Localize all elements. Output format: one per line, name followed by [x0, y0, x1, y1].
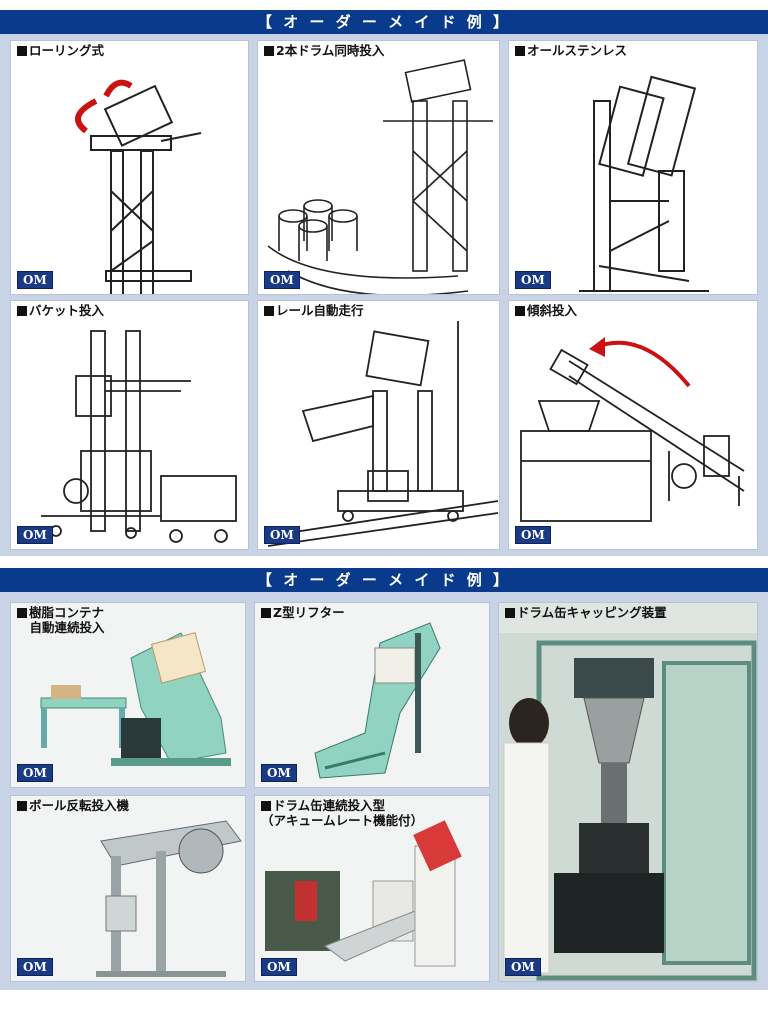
card-drum-capping: ドラム缶キャッピング装置 OM [498, 602, 758, 982]
card-z-lifter: Z型リフター OM [254, 602, 490, 788]
om-badge: OM [17, 764, 53, 782]
om-badge: OM [264, 526, 300, 544]
resin-container-photo [40, 632, 231, 766]
card-title: ドラム缶連続投入型 （アキュームレート機能付） [261, 798, 424, 828]
card-incline: 傾斜投入 OM [508, 300, 758, 550]
bullet-icon [261, 608, 271, 618]
bullet-icon [17, 608, 27, 618]
om-badge: OM [261, 958, 297, 976]
bullet-icon [17, 46, 27, 56]
ball-flip-photo [96, 820, 242, 977]
om-badge: OM [17, 271, 53, 289]
drum-capping-photo [499, 633, 757, 981]
bullet-icon [264, 46, 274, 56]
card-title: オールステンレス [515, 43, 627, 58]
rail-travel-illustration [267, 321, 499, 547]
z-lifter-photo [314, 622, 441, 779]
card-title: 傾斜投入 [515, 303, 577, 318]
om-badge: OM [17, 958, 53, 976]
om-badge: OM [515, 271, 551, 289]
bullet-icon [515, 306, 525, 316]
bullet-icon [17, 306, 27, 316]
card-rolling-type: ローリング式 OM [10, 40, 249, 295]
bullet-icon [505, 608, 515, 618]
section-header-2: 【 オ ー ダ ー メ イ ド 例 】 [0, 568, 768, 592]
card-title: バケット投入 [17, 303, 104, 318]
section-header-1: 【 オ ー ダ ー メ イ ド 例 】 [0, 10, 768, 34]
card-title: Z型リフター [261, 605, 345, 620]
bullet-icon [17, 801, 27, 811]
rolling-lifter-illustration [75, 79, 202, 294]
om-badge: OM [261, 764, 297, 782]
card-title: 樹脂コンテナ 自動連続投入 [17, 605, 105, 635]
card-two-drum: 2本ドラム同時投入 OM [257, 40, 500, 295]
om-badge: OM [17, 526, 53, 544]
om-badge: OM [505, 958, 541, 976]
card-title: ボール反転投入機 [17, 798, 129, 813]
incline-conveyor-illustration [520, 337, 745, 522]
card-all-stainless: オールステンレス OM [508, 40, 758, 295]
card-bucket: バケット投入 OM [10, 300, 249, 550]
om-badge: OM [264, 271, 300, 289]
stainless-lifter-illustration [579, 75, 709, 292]
card-title: 2本ドラム同時投入 [264, 43, 384, 58]
card-drum-continuous: ドラム缶連続投入型 （アキュームレート機能付） OM [254, 795, 490, 982]
card-title: レール自動走行 [264, 303, 364, 318]
two-drum-illustration [267, 59, 493, 294]
bullet-icon [515, 46, 525, 56]
drum-continuous-photo [265, 820, 462, 967]
card-ball-flip: ボール反転投入機 OM [10, 795, 246, 982]
om-badge: OM [515, 526, 551, 544]
card-title: ドラム缶キャッピング装置 [505, 605, 667, 620]
card-title: ローリング式 [17, 43, 104, 58]
card-resin-container: 樹脂コンテナ 自動連続投入 OM [10, 602, 246, 788]
card-rail-travel: レール自動走行 OM [257, 300, 500, 550]
bullet-icon [264, 306, 274, 316]
bullet-icon [261, 801, 271, 811]
bucket-lifter-illustration [41, 330, 237, 543]
